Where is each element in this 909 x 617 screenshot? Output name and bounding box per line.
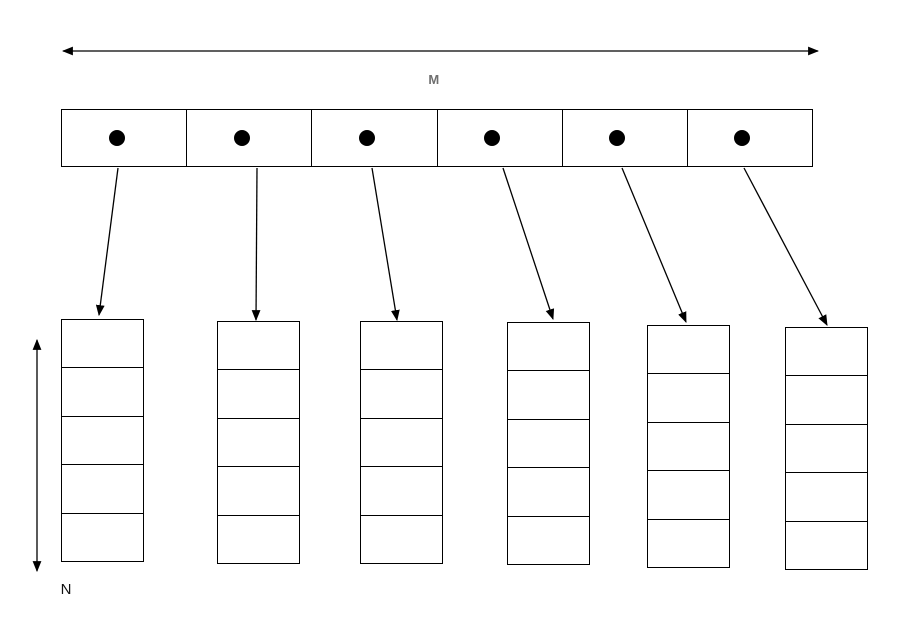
chain-slot bbox=[361, 369, 442, 417]
pointer-dot bbox=[734, 130, 751, 146]
array-cell bbox=[62, 110, 186, 166]
width-dimension-label: M bbox=[428, 72, 440, 87]
chain-slot bbox=[648, 470, 729, 518]
chain-slot bbox=[361, 514, 442, 563]
array-cell bbox=[561, 110, 687, 166]
chain-slot bbox=[648, 373, 729, 421]
chain-slot bbox=[62, 320, 143, 367]
chain-slot bbox=[218, 417, 299, 466]
pointer-dot bbox=[358, 130, 375, 146]
chain-slot bbox=[62, 415, 143, 464]
chain-slot bbox=[218, 369, 299, 417]
pointer-dot bbox=[233, 130, 250, 146]
chain-slot bbox=[508, 418, 589, 467]
array-cell bbox=[686, 110, 812, 166]
chain-slot bbox=[361, 466, 442, 514]
chain-slot bbox=[62, 512, 143, 561]
chain-slot bbox=[786, 472, 867, 520]
chain-slot bbox=[218, 466, 299, 514]
chain-slot bbox=[786, 423, 867, 472]
chain-slot bbox=[786, 328, 867, 375]
chain-slot bbox=[648, 326, 729, 373]
chain-slot bbox=[786, 375, 867, 423]
chain bbox=[507, 322, 590, 565]
pointer-dot bbox=[484, 130, 501, 146]
chain bbox=[360, 321, 443, 564]
pointer-arrow bbox=[95, 167, 119, 317]
chain bbox=[785, 327, 868, 570]
pointer-dot bbox=[609, 130, 626, 146]
chain bbox=[61, 319, 144, 562]
chain bbox=[647, 325, 730, 568]
chain-slot bbox=[648, 518, 729, 567]
pointer-arrow bbox=[371, 167, 400, 322]
height-dimension-label: N bbox=[60, 581, 72, 598]
array-cell bbox=[186, 110, 311, 166]
chain-slot bbox=[508, 515, 589, 564]
chain-slot bbox=[218, 322, 299, 369]
chain-slot bbox=[62, 367, 143, 415]
pointer-arrow bbox=[621, 167, 687, 324]
chain-slot bbox=[218, 514, 299, 563]
pointer-dot bbox=[108, 130, 125, 146]
chain-slot bbox=[508, 370, 589, 418]
chain-slot bbox=[648, 421, 729, 470]
array-cell bbox=[436, 110, 562, 166]
chain-slot bbox=[508, 467, 589, 515]
chain-slot bbox=[361, 417, 442, 466]
pointer-arrow bbox=[743, 167, 828, 326]
array-cell bbox=[311, 110, 436, 166]
chain-slot bbox=[361, 322, 442, 369]
pointer-arrow bbox=[251, 167, 261, 322]
pointer-array bbox=[61, 109, 813, 167]
pointer-arrow bbox=[502, 167, 555, 321]
chain-slot bbox=[786, 520, 867, 569]
chain-slot bbox=[62, 464, 143, 512]
chain-slot bbox=[508, 323, 589, 370]
chain bbox=[217, 321, 300, 564]
